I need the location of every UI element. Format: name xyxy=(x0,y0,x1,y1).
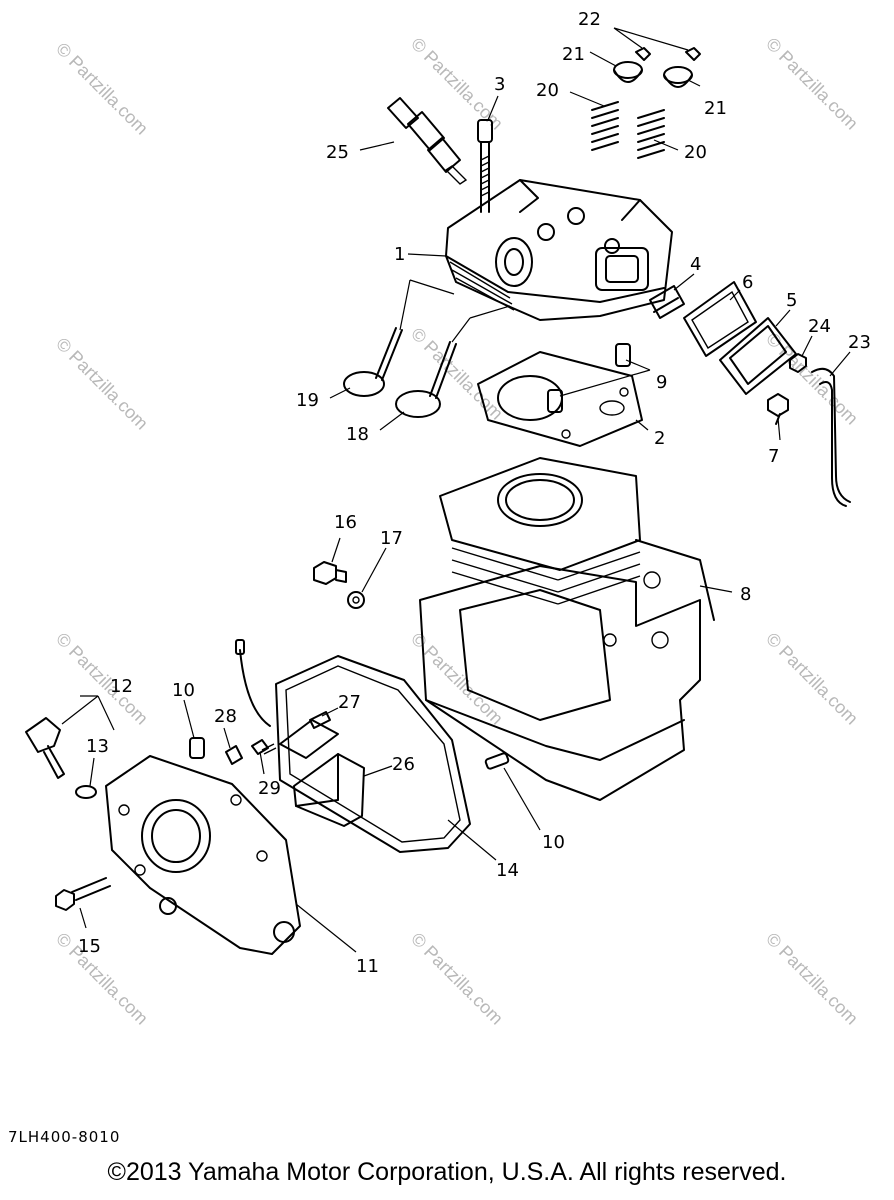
callout-29: 29 xyxy=(258,778,281,799)
valve-keepers xyxy=(635,47,701,61)
watermark: © Partzilla.com xyxy=(762,929,862,1029)
callout-15: 15 xyxy=(78,936,101,957)
watermarks: © Partzilla.com © Partzilla.com © Partzi… xyxy=(52,34,862,1029)
switch-bolt-29 xyxy=(251,739,277,755)
callout-14: 14 xyxy=(496,860,519,881)
valve-springs xyxy=(591,101,665,159)
o-ring xyxy=(75,785,97,799)
oil-dipstick xyxy=(25,717,65,779)
callout-3: 3 xyxy=(494,74,505,95)
breather-gasket xyxy=(683,281,757,357)
callout-11: 11 xyxy=(356,956,379,977)
callout-25: 25 xyxy=(326,142,349,163)
clamp-28 xyxy=(225,745,243,765)
crankcase-cover xyxy=(105,755,301,955)
callout-2: 2 xyxy=(654,428,665,449)
watermark: © Partzilla.com xyxy=(407,929,507,1029)
crankcase-dowel xyxy=(484,752,510,770)
oil-level-switch xyxy=(235,639,365,827)
callout-21: 21 xyxy=(704,98,727,119)
callout-10: 10 xyxy=(172,680,195,701)
callout-5: 5 xyxy=(786,290,797,311)
callout-10: 10 xyxy=(542,832,565,853)
watermark: © Partzilla.com xyxy=(407,34,507,134)
cylinder-block xyxy=(419,457,715,801)
callout-4: 4 xyxy=(690,254,701,275)
dowel-pins xyxy=(547,343,631,413)
callout-21: 21 xyxy=(562,44,585,65)
watermark: © Partzilla.com xyxy=(52,334,152,434)
drain-bolt xyxy=(313,561,347,585)
cylinder-head xyxy=(445,179,673,321)
callout-22: 22 xyxy=(578,9,601,30)
copyright-notice: ©2013 Yamaha Motor Corporation, U.S.A. A… xyxy=(107,1158,787,1186)
crankcase-gasket xyxy=(275,655,471,853)
watermark: © Partzilla.com xyxy=(762,629,862,729)
watermark: © Partzilla.com xyxy=(762,34,862,134)
callout-6: 6 xyxy=(742,272,753,293)
callout-26: 26 xyxy=(392,754,415,775)
callout-16: 16 xyxy=(334,512,357,533)
callout-19: 19 xyxy=(296,390,319,411)
callout-20: 20 xyxy=(536,80,559,101)
exhaust-valve xyxy=(343,327,403,397)
callout-28: 28 xyxy=(214,706,237,727)
watermark: © Partzilla.com xyxy=(52,929,152,1029)
callouts: 22 21 21 20 20 3 25 1 4 6 5 24 23 9 19 1… xyxy=(78,9,871,977)
callout-12: 12 xyxy=(110,676,133,697)
cover-dowel xyxy=(189,737,205,759)
drain-washer xyxy=(347,591,365,609)
valve-spring-retainers xyxy=(613,61,693,88)
callout-13: 13 xyxy=(86,736,109,757)
watermark: © Partzilla.com xyxy=(407,324,507,424)
callout-27: 27 xyxy=(338,692,361,713)
breather-cover xyxy=(719,317,797,395)
breather-valve xyxy=(649,285,685,319)
spark-plug xyxy=(387,97,468,185)
intake-valve xyxy=(395,341,457,418)
callout-1: 1 xyxy=(394,244,405,265)
callout-7: 7 xyxy=(768,446,779,467)
breather-hose xyxy=(811,367,851,507)
leader-lines xyxy=(61,27,851,953)
watermark: © Partzilla.com xyxy=(52,629,152,729)
nut xyxy=(789,353,807,373)
part-code: 7LH400-8010 xyxy=(8,1128,121,1146)
watermark: © Partzilla.com xyxy=(52,39,152,139)
callout-18: 18 xyxy=(346,424,369,445)
callout-9: 9 xyxy=(656,372,667,393)
callout-23: 23 xyxy=(848,332,871,353)
callout-17: 17 xyxy=(380,528,403,549)
head-bolt xyxy=(477,119,493,213)
callout-8: 8 xyxy=(740,584,751,605)
cover-bolt xyxy=(55,877,111,911)
callout-24: 24 xyxy=(808,316,831,337)
callout-20: 20 xyxy=(684,142,707,163)
switch-bolt-27 xyxy=(309,711,331,729)
